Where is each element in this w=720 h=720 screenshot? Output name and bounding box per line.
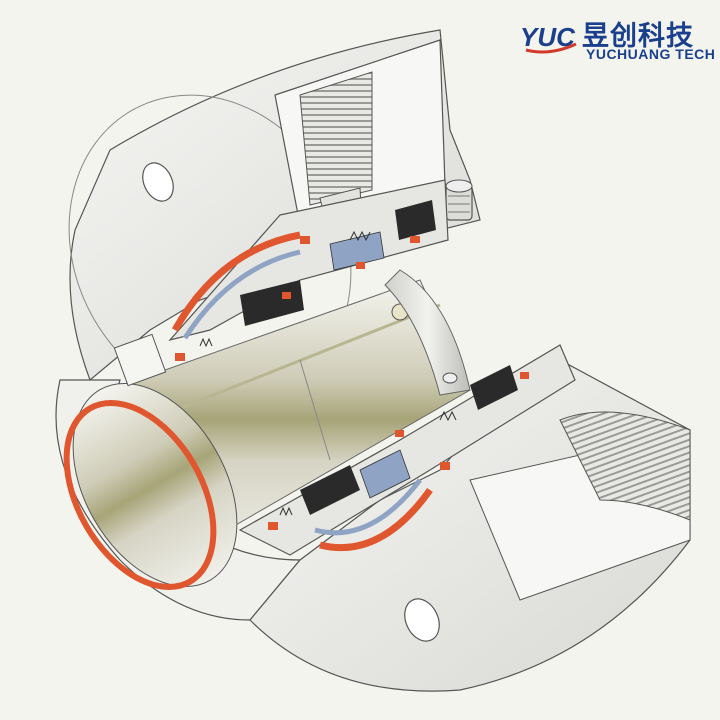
yuc-logo-icon: YUC	[520, 22, 577, 54]
lower-o-ring	[319, 487, 433, 552]
set-screw	[445, 179, 473, 221]
upper-o-ring	[171, 231, 301, 332]
threaded-port-lower	[559, 411, 691, 521]
bolt-hole-lower	[404, 598, 440, 642]
lower-housing	[249, 359, 691, 692]
threaded-port	[299, 71, 373, 206]
front-o-ring	[63, 400, 217, 590]
brand-logo: YUC 昱创科技 YUCHUANG TECH	[520, 14, 715, 64]
upper-seal-assembly	[168, 179, 449, 361]
brand-name-en: YUCHUANG TECH	[586, 46, 716, 62]
lower-seal-assembly	[238, 344, 576, 556]
bolt-hole	[142, 162, 174, 202]
sleeve-front-end	[55, 333, 302, 621]
brand-name-cn: 昱创科技	[582, 21, 694, 52]
